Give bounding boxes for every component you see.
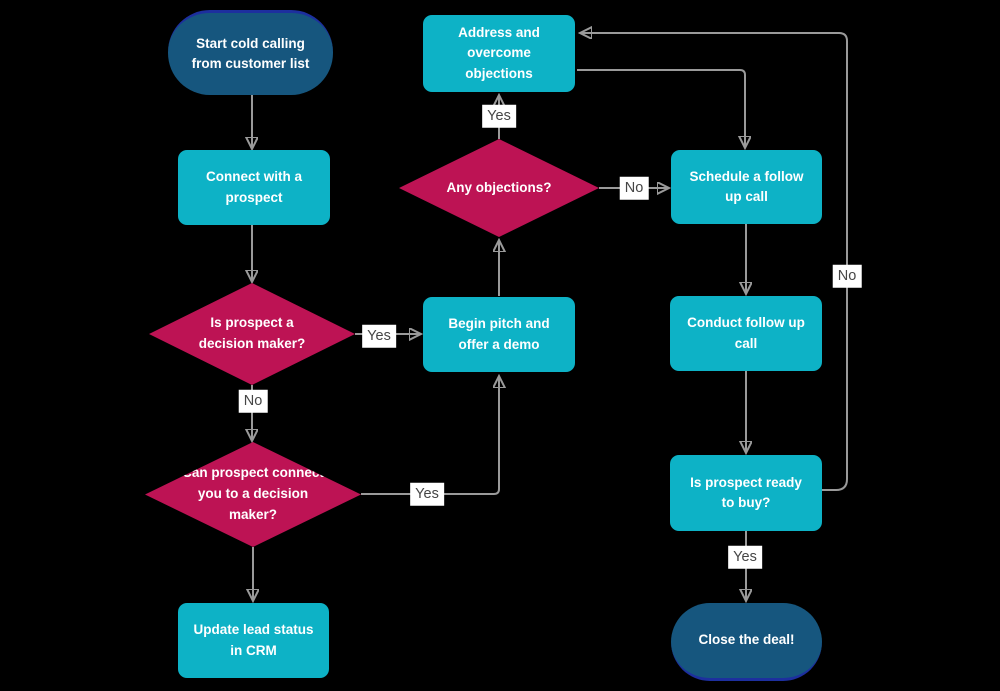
edge-ready-to-address: [581, 33, 848, 491]
node-ready-to-buy: Is prospect ready to buy?: [670, 455, 822, 531]
edge-label-decision-maker-yes: Yes: [362, 324, 396, 348]
node-close-deal: Close the deal!: [671, 603, 822, 681]
edge-label-any-objections-yes: Yes: [482, 104, 516, 128]
node-start-cold-calling: Start cold calling from customer list: [168, 10, 333, 95]
edge-label-decision-maker-no: No: [238, 389, 268, 413]
node-conduct-follow-up: Conduct follow up call: [670, 296, 822, 371]
edge-can-connect-to-pitch: [361, 377, 499, 495]
edge-label-any-objections-no: No: [619, 176, 649, 200]
node-address-objections: Address and overcome objections: [423, 15, 575, 92]
edge-label-can-connect-yes: Yes: [410, 482, 444, 506]
node-connect-with-prospect: Connect with a prospect: [178, 150, 330, 225]
node-update-lead-status: Update lead status in CRM: [178, 603, 329, 678]
node-schedule-follow-up: Schedule a follow up call: [671, 150, 822, 224]
edge-label-ready-no: No: [832, 264, 862, 288]
node-begin-pitch: Begin pitch and offer a demo: [423, 297, 575, 372]
edge-address-to-schedule: [577, 69, 745, 147]
edge-label-ready-yes: Yes: [728, 545, 762, 569]
